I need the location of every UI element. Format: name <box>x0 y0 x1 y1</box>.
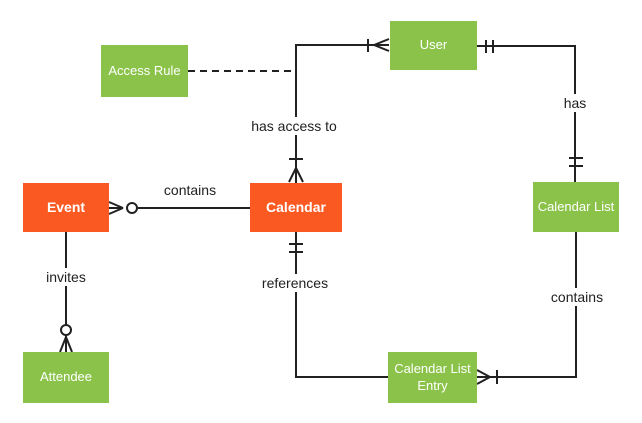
entity-label: Event <box>46 198 86 215</box>
exactly-one-bars-icon <box>569 157 583 167</box>
connector-calendar-references-entry <box>289 232 388 378</box>
relationship-label-references: references <box>256 274 334 292</box>
entity-label: Calendar List <box>537 198 615 214</box>
connector-line <box>477 45 576 182</box>
entity-attendee[interactable]: Attendee <box>23 352 109 403</box>
connector-event-contains-calendar <box>108 201 250 215</box>
connector-user-has-access-to-calendar <box>288 38 390 183</box>
exactly-one-bars-icon <box>485 40 494 53</box>
connector-line <box>295 232 388 378</box>
entity-label: Calendar <box>266 198 326 215</box>
entity-label: User <box>419 37 448 53</box>
entity-event[interactable]: Event <box>23 183 109 232</box>
entity-label: Attendee <box>39 369 93 385</box>
zero-circle-icon <box>126 202 138 214</box>
crowfoot-many-icon <box>108 201 124 215</box>
relationship-label-invites: invites <box>41 268 91 286</box>
connector-user-has-calendar-list <box>477 40 583 182</box>
crowfoot-many-icon <box>59 336 73 353</box>
connector-line <box>295 44 389 183</box>
connector-event-invites-attendee <box>59 232 73 353</box>
connector-calendar-list-contains-entry <box>476 232 577 385</box>
entity-user[interactable]: User <box>390 21 477 70</box>
entity-calendar[interactable]: Calendar <box>250 183 342 232</box>
connector-line <box>477 232 577 378</box>
crowfoot-many-icon <box>288 167 304 183</box>
crowfoot-many-icon <box>476 369 491 385</box>
entity-calendar-list[interactable]: Calendar List <box>533 182 619 232</box>
entity-access-rule[interactable]: Access Rule <box>101 45 188 97</box>
relationship-label-contains-event-calendar: contains <box>158 181 222 199</box>
entity-calendar-list-entry[interactable]: Calendar List Entry <box>388 352 477 403</box>
zero-circle-icon <box>60 324 72 336</box>
entity-label: Calendar List Entry <box>394 361 471 393</box>
crowfoot-many-icon <box>373 38 390 52</box>
relationship-label-contains-calendar-list: contains <box>545 288 609 306</box>
relationship-label-has: has <box>558 94 592 112</box>
exactly-one-bars-icon <box>289 243 303 253</box>
entity-label: Access Rule <box>108 62 181 78</box>
relationship-label-has-access-to: has access to <box>246 117 342 135</box>
